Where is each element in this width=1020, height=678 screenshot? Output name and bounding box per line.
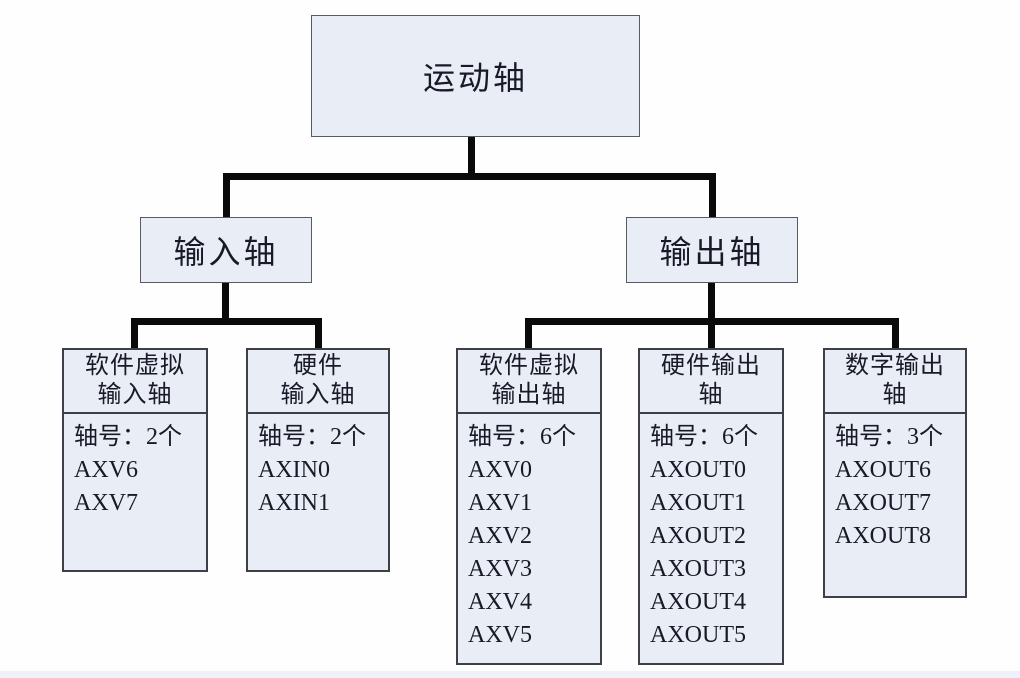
connector-output-stem (708, 283, 715, 325)
connector-drop-leaf1 (131, 318, 138, 348)
axis-id: AXV6 (74, 457, 138, 483)
node-input-axis-label: 输入轴 (173, 234, 279, 270)
connector-input-stem (222, 283, 229, 325)
connector-drop-input (223, 173, 230, 217)
bottom-edge-strip (0, 671, 1020, 678)
axis-id: AXV2 (468, 523, 532, 549)
node-hardware-input-axis: 硬件 输入轴 轴号：2个 AXIN0 AXIN1 (246, 348, 390, 572)
node-title-line: 硬件 (293, 353, 343, 379)
axis-id: AXV0 (468, 457, 532, 483)
axis-id: AXIN1 (258, 490, 330, 516)
node-title-line: 输出轴 (491, 382, 567, 408)
axis-id: AXOUT2 (650, 523, 746, 549)
node-title-line: 软件虚拟 (85, 353, 185, 379)
axis-count: 轴号：6个 (650, 424, 758, 450)
axis-id: AXOUT4 (650, 589, 746, 615)
node-body: 轴号：6个 AXOUT0 AXOUT1 AXOUT2 AXOUT3 AXOUT4… (640, 414, 782, 652)
node-body: 轴号：6个 AXV0 AXV1 AXV2 AXV3 AXV4 AXV5 (458, 414, 600, 652)
axis-count: 轴号：2个 (74, 424, 182, 450)
axis-id: AXOUT3 (650, 556, 746, 582)
node-body: 轴号：2个 AXIN0 AXIN1 (248, 414, 388, 520)
node-title: 硬件 输入轴 (248, 350, 388, 414)
node-title-line: 硬件输出 (661, 353, 761, 379)
connector-drop-leaf2 (315, 318, 322, 348)
node-title-line: 数字输出 (845, 353, 945, 379)
axis-id: AXOUT6 (835, 457, 931, 483)
axis-id: AXV3 (468, 556, 532, 582)
node-motion-axis-label: 运动轴 (422, 60, 528, 96)
axis-count: 轴号：3个 (835, 424, 943, 450)
axis-count: 轴号：2个 (258, 424, 366, 450)
axis-id: AXV7 (74, 490, 138, 516)
axis-id: AXOUT0 (650, 457, 746, 483)
axis-id: AXOUT1 (650, 490, 746, 516)
connector-top-bar (223, 173, 716, 180)
connector-root-stem (468, 137, 475, 180)
node-title: 软件虚拟 输入轴 (64, 350, 206, 414)
axis-count: 轴号：6个 (468, 424, 576, 450)
node-body: 轴号：3个 AXOUT6 AXOUT7 AXOUT8 (825, 414, 965, 553)
node-title: 数字输出 轴 (825, 350, 965, 414)
node-body: 轴号：2个 AXV6 AXV7 (64, 414, 206, 520)
axis-id: AXIN0 (258, 457, 330, 483)
connector-drop-leaf4 (708, 318, 715, 348)
axis-id: AXOUT7 (835, 490, 931, 516)
node-title: 软件虚拟 输出轴 (458, 350, 600, 414)
axis-id: AXV5 (468, 622, 532, 648)
node-title-line: 轴 (698, 382, 724, 408)
connector-drop-leaf5 (892, 318, 899, 348)
node-motion-axis: 运动轴 (311, 15, 640, 137)
node-output-axis-label: 输出轴 (659, 234, 765, 270)
node-title: 硬件输出 轴 (640, 350, 782, 414)
node-title-line: 输入轴 (280, 382, 356, 408)
node-software-virtual-input-axis: 软件虚拟 输入轴 轴号：2个 AXV6 AXV7 (62, 348, 208, 572)
axis-id: AXV1 (468, 490, 532, 516)
axis-id: AXV4 (468, 589, 532, 615)
node-title-line: 输入轴 (97, 382, 173, 408)
node-title-line: 软件虚拟 (479, 353, 579, 379)
axis-id: AXOUT8 (835, 523, 931, 549)
node-title-line: 轴 (882, 382, 908, 408)
node-output-axis: 输出轴 (626, 217, 798, 283)
node-digital-output-axis: 数字输出 轴 轴号：3个 AXOUT6 AXOUT7 AXOUT8 (823, 348, 967, 598)
node-input-axis: 输入轴 (140, 217, 312, 283)
node-software-virtual-output-axis: 软件虚拟 输出轴 轴号：6个 AXV0 AXV1 AXV2 AXV3 AXV4 … (456, 348, 602, 665)
axis-id: AXOUT5 (650, 622, 746, 648)
connector-drop-leaf3 (525, 318, 532, 348)
node-hardware-output-axis: 硬件输出 轴 轴号：6个 AXOUT0 AXOUT1 AXOUT2 AXOUT3… (638, 348, 784, 665)
connector-drop-output (709, 173, 716, 217)
connector-input-bar (131, 318, 322, 325)
